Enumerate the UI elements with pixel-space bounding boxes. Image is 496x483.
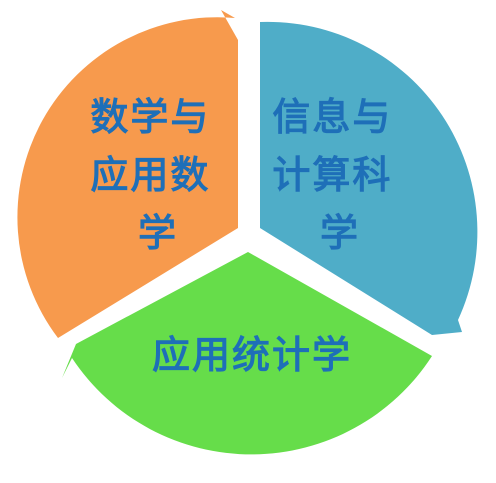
segment-stats-label: 应用统计学 [152, 333, 352, 377]
segment-stats: 应用统计学 [62, 252, 432, 455]
segment-info-line-2: 计算科 [272, 153, 392, 197]
segment-math-line-1: 数学与 [90, 95, 210, 139]
segment-info-line-1: 信息与 [272, 95, 392, 139]
segment-math-shape [17, 10, 238, 338]
segment-info-line-3: 学 [320, 211, 360, 255]
segment-info-label: 信息与 计算科 学 [272, 95, 407, 255]
segment-info-shape [260, 21, 478, 335]
segment-info: 信息与 计算科 学 [260, 21, 478, 335]
segment-stats-shape [62, 252, 432, 455]
segment-math-line-3: 学 [138, 211, 178, 255]
segment-math: 数学与 应用数 学 [17, 10, 238, 338]
segment-stats-line-1: 应用统计学 [152, 333, 352, 377]
segment-math-line-2: 应用数 [90, 153, 210, 197]
segment-math-label: 数学与 应用数 学 [90, 95, 225, 255]
